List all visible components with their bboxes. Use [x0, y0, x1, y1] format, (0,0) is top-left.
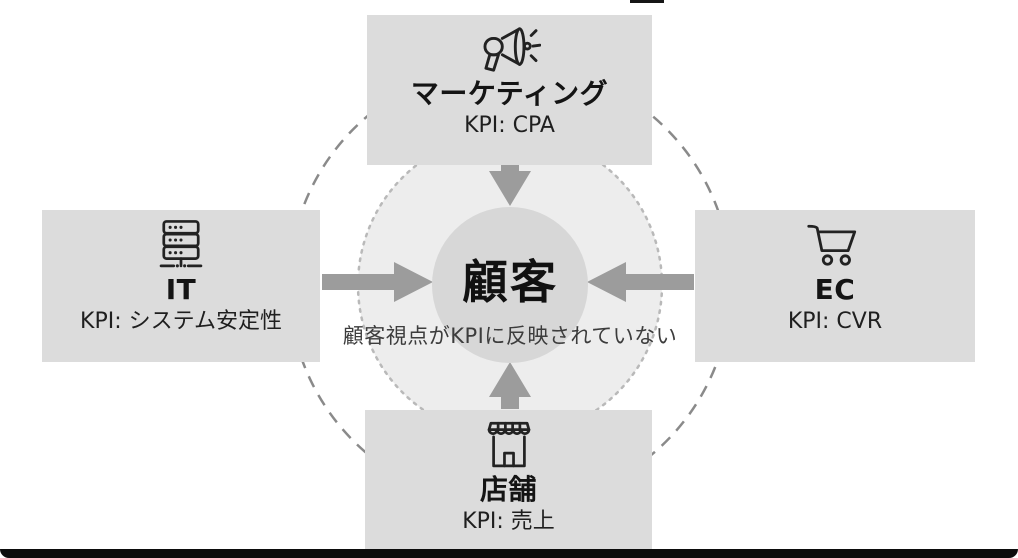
arrow-from-ec	[587, 262, 694, 302]
server-icon	[152, 217, 210, 273]
dept-box-store: 店舗 KPI: 売上	[365, 410, 652, 558]
dept-name-marketing: マーケティング	[410, 77, 609, 110]
dept-name-ec: EC	[814, 273, 856, 306]
storefront-icon	[480, 417, 538, 473]
dept-kpi-ec: KPI: CVR	[787, 308, 883, 334]
arrow-from-marketing	[489, 159, 531, 206]
dept-kpi-marketing: KPI: CPA	[464, 112, 555, 138]
customer-label: 顧客	[462, 255, 558, 309]
cart-icon	[805, 217, 865, 273]
arrow-from-store	[489, 362, 531, 409]
arrow-from-it	[322, 262, 433, 302]
customer-circle	[432, 207, 588, 363]
dept-box-ec: EC KPI: CVR	[695, 210, 975, 362]
customer-caption: 顧客視点がKPIに反映されていない	[342, 324, 678, 348]
frame-bottom-bar	[0, 549, 1018, 558]
dept-name-store: 店舗	[479, 473, 537, 506]
dept-box-marketing: マーケティング KPI: CPA	[367, 15, 652, 165]
dept-kpi-it: KPI: システム安定性	[80, 308, 282, 334]
dept-box-it: IT KPI: システム安定性	[42, 210, 320, 362]
megaphone-icon	[479, 21, 541, 77]
dept-name-it: IT	[165, 273, 197, 306]
dept-kpi-store: KPI: 売上	[462, 508, 555, 534]
frame-top-edge-mark	[630, 0, 664, 3]
